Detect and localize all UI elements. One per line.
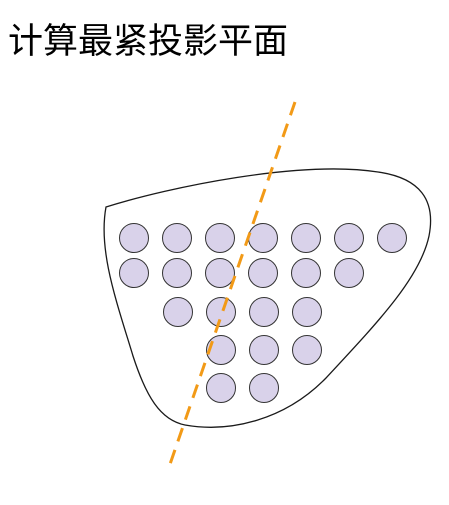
point-circle — [292, 335, 322, 365]
point-circle — [377, 223, 407, 253]
point-circle — [206, 335, 236, 365]
point-circle — [205, 258, 235, 288]
point-circle — [334, 223, 364, 253]
point-circle — [334, 258, 364, 288]
point-circle — [205, 223, 235, 253]
point-circle — [119, 223, 149, 253]
point-circle — [206, 297, 236, 327]
point-circle — [162, 223, 192, 253]
point-cloud-outline — [103, 168, 432, 428]
point-circle — [249, 335, 279, 365]
point-circle — [163, 297, 193, 327]
point-circle — [291, 258, 321, 288]
point-circle — [248, 223, 278, 253]
point-circle — [206, 373, 236, 403]
point-circle — [249, 297, 279, 327]
point-circle — [248, 258, 278, 288]
point-circle — [291, 223, 321, 253]
point-circle — [119, 258, 149, 288]
slide-title: 计算最紧投影平面 — [8, 22, 289, 62]
point-circle — [249, 373, 279, 403]
point-circle — [162, 258, 192, 288]
projection-plane-line — [166, 101, 297, 471]
point-circle — [292, 297, 322, 327]
point-grid — [119, 223, 407, 403]
